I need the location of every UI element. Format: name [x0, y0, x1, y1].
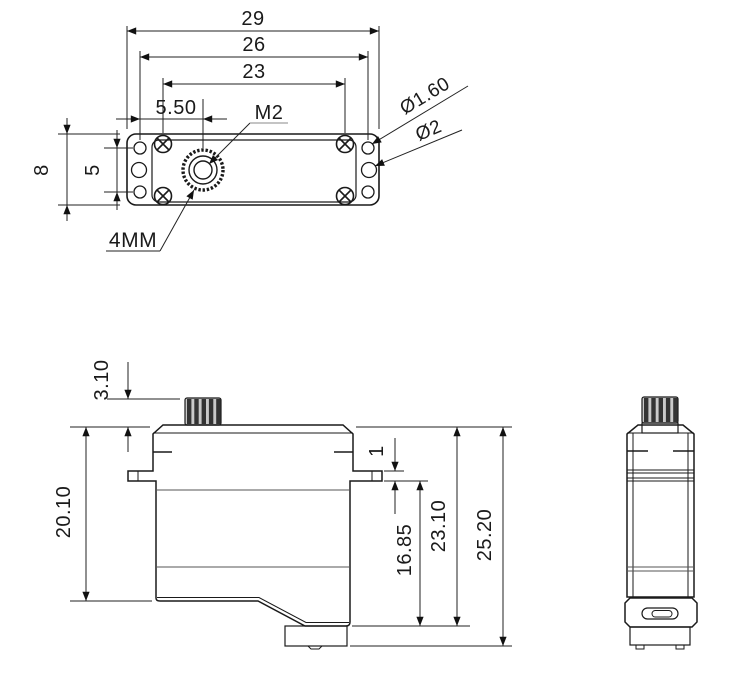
end-ear-band [627, 469, 694, 482]
side-case-outline [127, 424, 383, 627]
screw-hole-cross-tl [153, 134, 173, 154]
screw-hole-cross-br [335, 186, 355, 206]
mounting-holes-left [130, 141, 148, 199]
dim-text-20-10: 20.10 [53, 486, 75, 539]
side-view-dimension-texts: 3.10 20.10 1 16.85 23.10 25.20 [53, 360, 496, 577]
end-bottom-block [629, 626, 691, 646]
leader-dia2 [374, 129, 463, 167]
dim-text-3-10: 3.10 [91, 360, 113, 401]
side-connector-block [284, 625, 348, 647]
label-4mm: 4MM [109, 229, 157, 252]
dim-text-26: 26 [242, 34, 265, 56]
dim-text-5-50: 5.50 [156, 97, 197, 119]
side-view-dimensions [70, 362, 512, 647]
dim-text-1: 1 [366, 445, 388, 457]
end-foot-right [675, 644, 685, 650]
end-foot-left [635, 644, 645, 650]
end-output-shaft [641, 396, 679, 434]
side-connector-notch [307, 645, 323, 650]
dia-text-2: Ø2 [413, 116, 445, 146]
case-outline-top [151, 139, 357, 203]
leader-4mm [159, 189, 195, 252]
dim-text-23: 23 [242, 61, 265, 83]
mounting-holes-right [360, 141, 378, 199]
side-output-shaft [184, 397, 222, 426]
dim-text-23-10: 23.10 [428, 500, 450, 553]
spline-teeth-ring [181, 148, 225, 192]
dim-text-5: 5 [82, 164, 104, 176]
dim-text-29: 29 [241, 8, 264, 30]
top-view [126, 133, 380, 206]
end-connector-slot [641, 607, 679, 620]
end-bottom-case [624, 597, 698, 628]
end-case-outline [626, 424, 695, 598]
dim-text-25-20: 25.20 [474, 509, 496, 562]
label-m2: M2 [255, 102, 284, 124]
leader-dia160 [371, 85, 469, 145]
screw-hole-cross-bl [153, 186, 173, 206]
leader-m2 [208, 122, 251, 165]
screw-hole-cross-tr [335, 134, 355, 154]
side-bottom-lip [157, 597, 349, 623]
flange-outline [126, 133, 380, 206]
dim-text-8: 8 [31, 164, 53, 176]
dim-text-16-85: 16.85 [394, 524, 416, 577]
end-view [624, 396, 698, 650]
output-spline [181, 148, 225, 192]
side-view [127, 397, 383, 650]
thread-hole [193, 160, 213, 180]
top-view-dimensions [58, 26, 469, 252]
